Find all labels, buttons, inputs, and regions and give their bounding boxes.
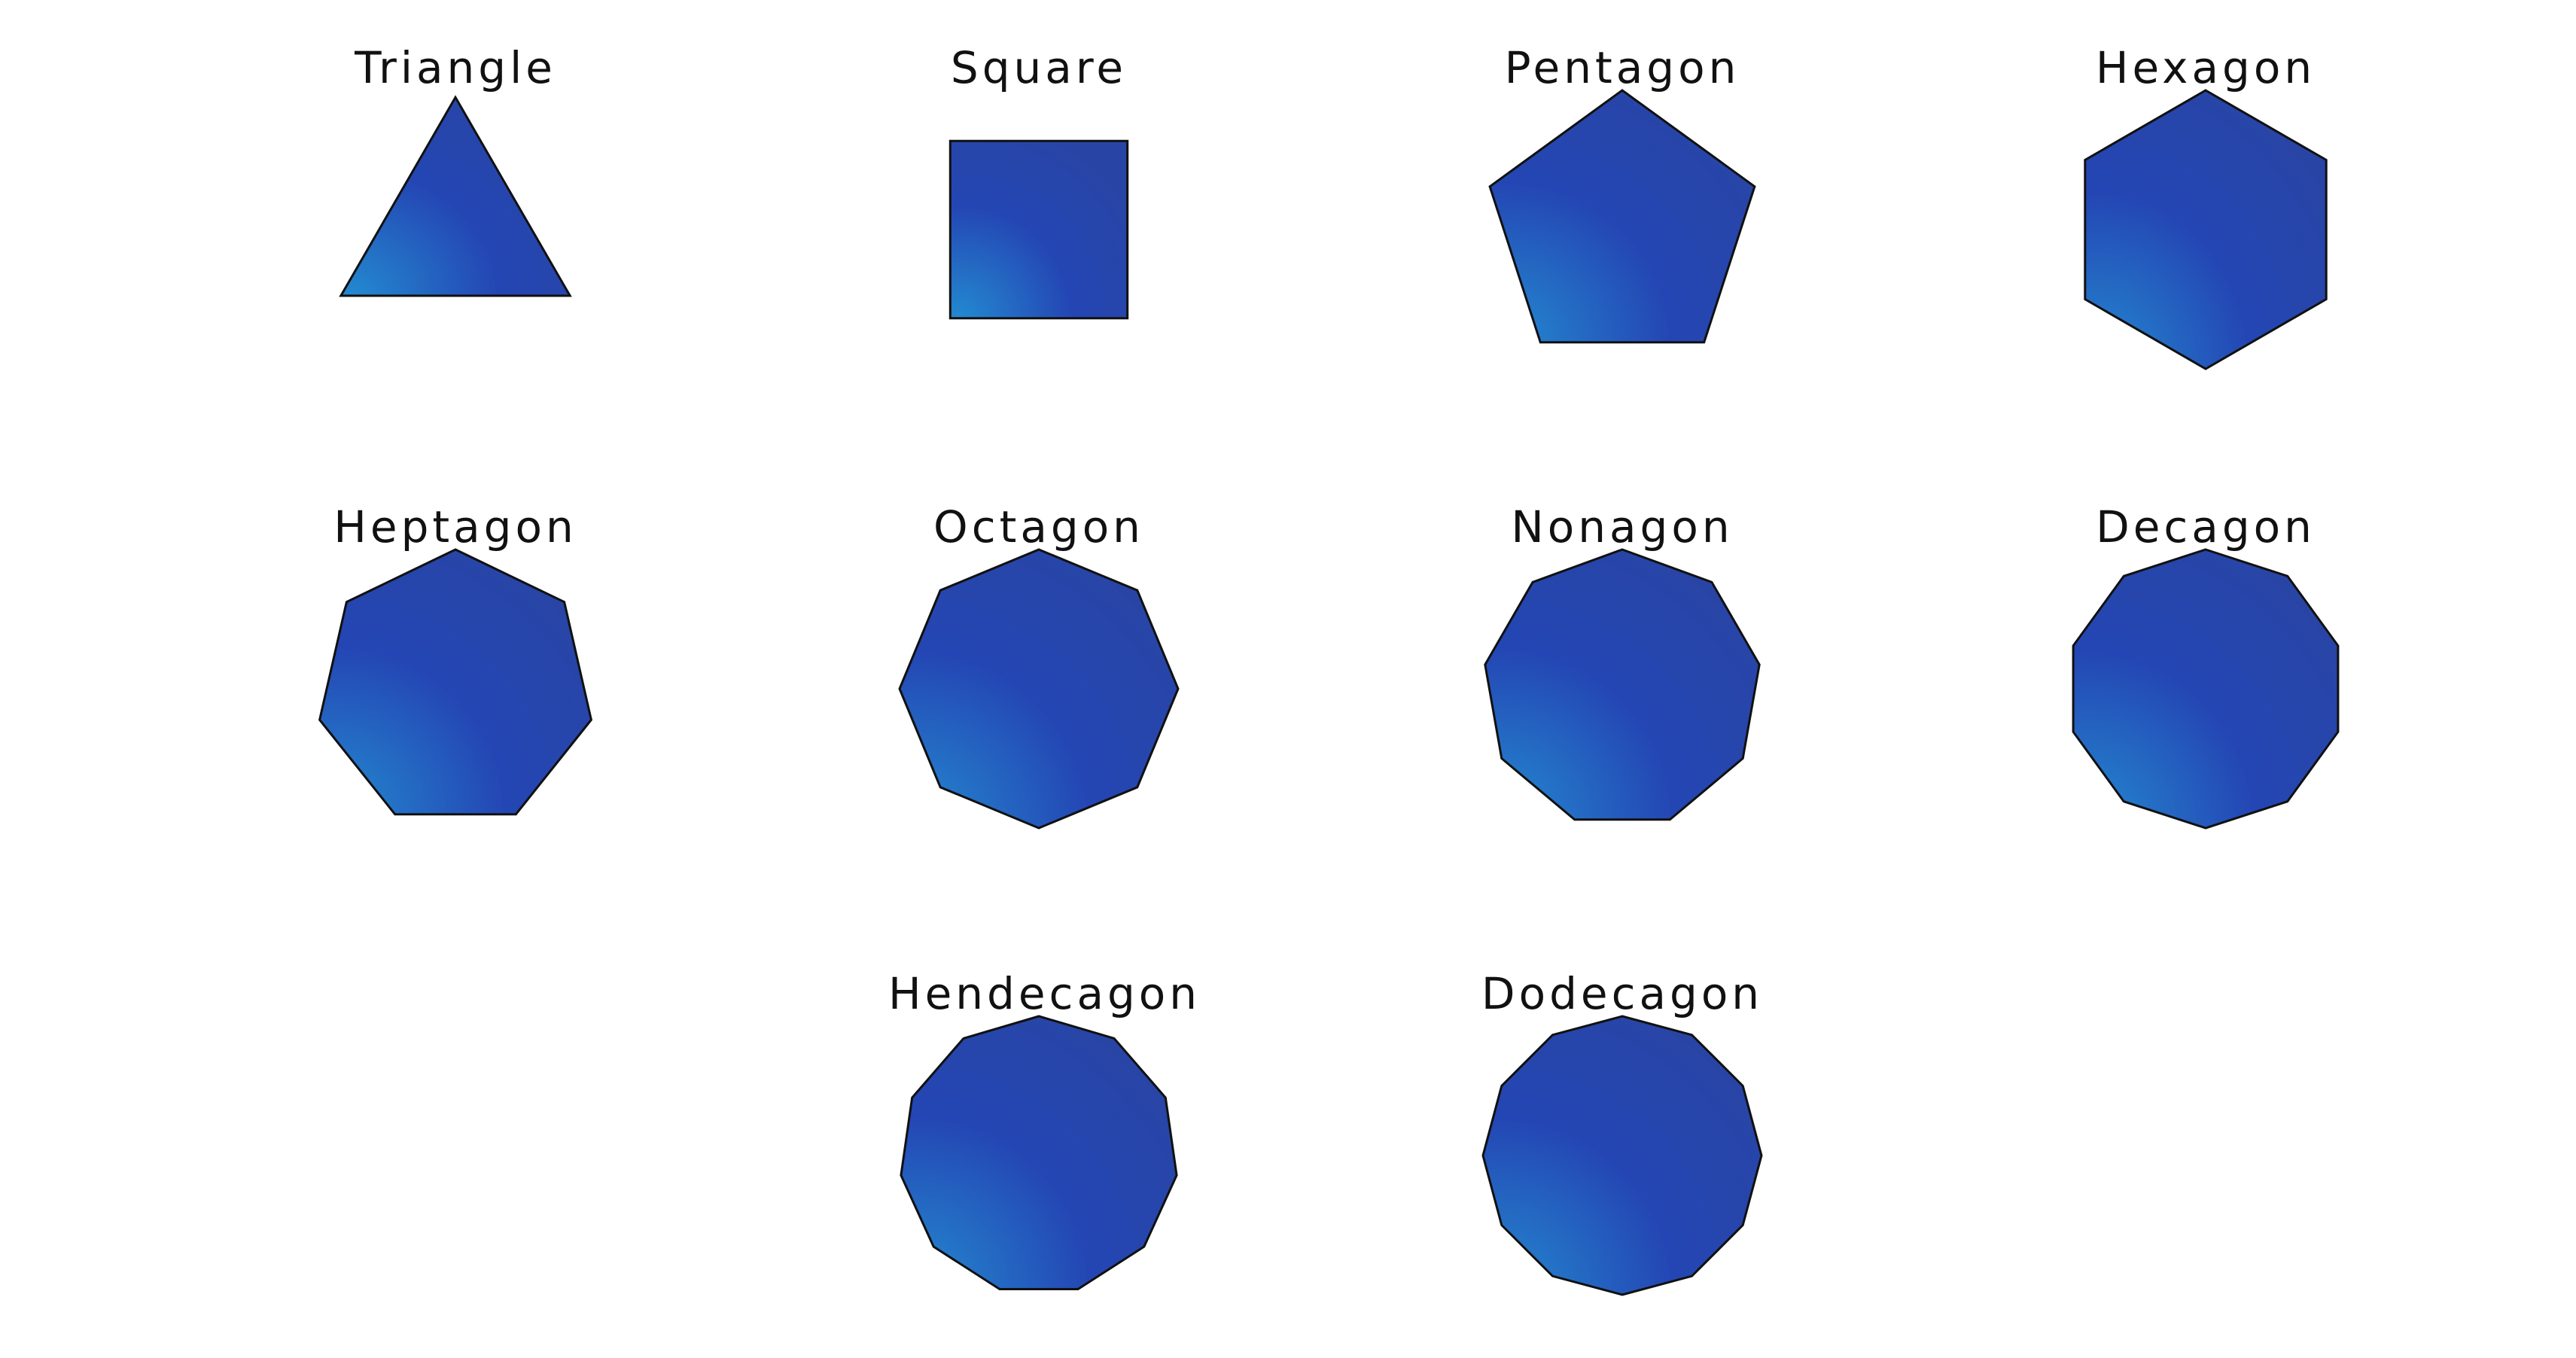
hexagon-polygon: [2084, 89, 2328, 370]
shape-title: Square: [950, 42, 1128, 93]
shape-decagon: Decagon: [2055, 501, 2356, 830]
pentagon-polygon: [1488, 89, 1756, 344]
octagon-polygon: [898, 548, 1180, 830]
shape-title: Dodecagon: [1481, 968, 1764, 1019]
octagon-shape: [898, 548, 1180, 830]
square-shape: [948, 139, 1129, 320]
shape-title: Nonagon: [1511, 501, 1734, 553]
hexagon-shape: [2084, 89, 2328, 370]
pentagon-shape: [1488, 89, 1756, 344]
shape-title: Octagon: [933, 501, 1144, 553]
decagon-shape: [2072, 548, 2340, 830]
shape-title: Heptagon: [333, 501, 577, 553]
heptagon-polygon: [318, 548, 593, 816]
shape-square: Square: [888, 41, 1189, 358]
hendecagon-shape: [900, 1015, 1178, 1290]
shape-title: Decagon: [2096, 501, 2316, 553]
decagon-polygon: [2072, 548, 2340, 830]
triangle-polygon: [339, 95, 572, 297]
square-polygon: [948, 139, 1129, 320]
shape-octagon: Octagon: [888, 501, 1189, 830]
shape-pentagon: Pentagon: [1472, 41, 1773, 358]
dodecagon-polygon: [1481, 1015, 1763, 1296]
shape-title: Pentagon: [1504, 42, 1740, 93]
nonagon-shape: [1484, 548, 1761, 821]
dodecagon-shape: [1481, 1015, 1763, 1296]
shape-dodecagon: Dodecagon: [1472, 967, 1773, 1296]
shape-triangle: Triangle: [305, 41, 606, 358]
shape-heptagon: Heptagon: [305, 501, 606, 817]
shape-nonagon: Nonagon: [1472, 501, 1773, 821]
shape-hexagon: Hexagon: [2055, 41, 2356, 370]
heptagon-shape: [318, 548, 593, 816]
triangle-shape: [339, 95, 572, 297]
shape-title: Hendecagon: [888, 968, 1201, 1019]
shape-title: Hexagon: [2095, 42, 2316, 93]
hendecagon-polygon: [900, 1015, 1178, 1290]
nonagon-polygon: [1484, 548, 1761, 821]
shape-hendecagon: Hendecagon: [888, 967, 1201, 1290]
shape-title: Triangle: [355, 42, 556, 93]
